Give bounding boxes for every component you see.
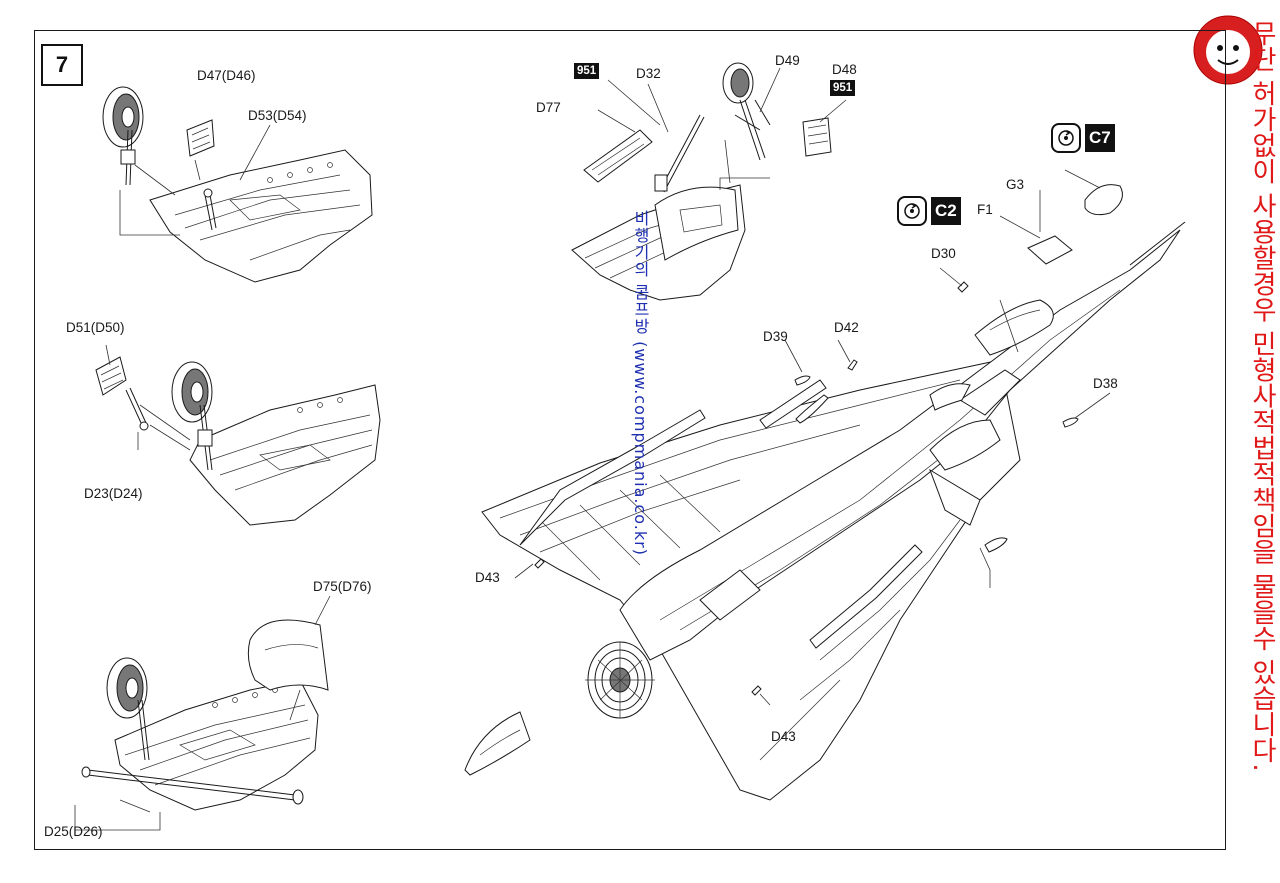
rotate-option-icon: [897, 196, 927, 226]
part-label-d48: D48: [832, 62, 857, 77]
part-label-d32: D32: [636, 66, 661, 81]
paint-code-badge: 951: [574, 63, 600, 79]
part-label-d53: D53(D54): [248, 108, 307, 123]
step-number-box: 7: [41, 44, 83, 86]
part-label-d47: D47(D46): [197, 68, 256, 83]
gear-bay-assembly-middle: [95, 344, 381, 526]
nose-gear-bay-detail: [571, 62, 847, 301]
step-number: 7: [55, 52, 69, 77]
logo-mascot-icon: [1193, 15, 1263, 85]
part-label-d30: D30: [931, 246, 956, 261]
part-label-d39: D39: [763, 329, 788, 344]
rotate-option-icon: [1051, 123, 1081, 153]
part-label-d51: D51(D50): [66, 320, 125, 335]
part-label-d23: D23(D24): [84, 486, 143, 501]
gear-bay-assembly-bottom: [74, 595, 331, 831]
part-label-d42: D42: [834, 320, 859, 335]
part-label-d75: D75(D76): [313, 579, 372, 594]
part-label-d25: D25(D26): [44, 824, 103, 839]
gear-bay-assembly-top: [102, 86, 373, 283]
option-badge-c2: C2: [897, 196, 961, 226]
paint-code-badge: 951: [830, 80, 856, 96]
option-badge-c7: C7: [1051, 123, 1115, 153]
watermark-blue: 비행기의 콤프방 (www.compmania.co.kr): [631, 210, 650, 556]
part-label-d38: D38: [1093, 376, 1118, 391]
part-label-g3: G3: [1006, 177, 1025, 192]
aircraft-main: [464, 169, 1186, 801]
part-label-f1: F1: [977, 202, 993, 217]
part-label-d49: D49: [775, 53, 800, 68]
part-label-d43-bottom: D43: [771, 729, 796, 744]
part-label-d77: D77: [536, 100, 561, 115]
part-label-d43-left: D43: [475, 570, 500, 585]
watermark-red: 무단 허가없이 사용할경우 민형사적법적책임을 물을수 있습니다.: [1247, 20, 1277, 772]
page-border: [34, 30, 1226, 850]
option-code: C7: [1085, 124, 1115, 152]
option-code: C2: [931, 197, 961, 225]
